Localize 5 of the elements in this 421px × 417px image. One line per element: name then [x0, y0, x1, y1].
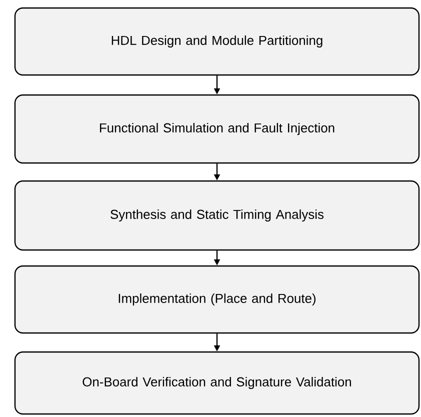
process-box: Synthesis and Static Timing Analysis [14, 180, 420, 251]
process-box: Implementation (Place and Route) [14, 265, 420, 334]
process-box: HDL Design and Module Partitioning [14, 7, 420, 76]
process-box: Functional Simulation and Fault Injection [14, 94, 420, 164]
process-box: On-Board Verification and Signature Validation [14, 351, 420, 415]
